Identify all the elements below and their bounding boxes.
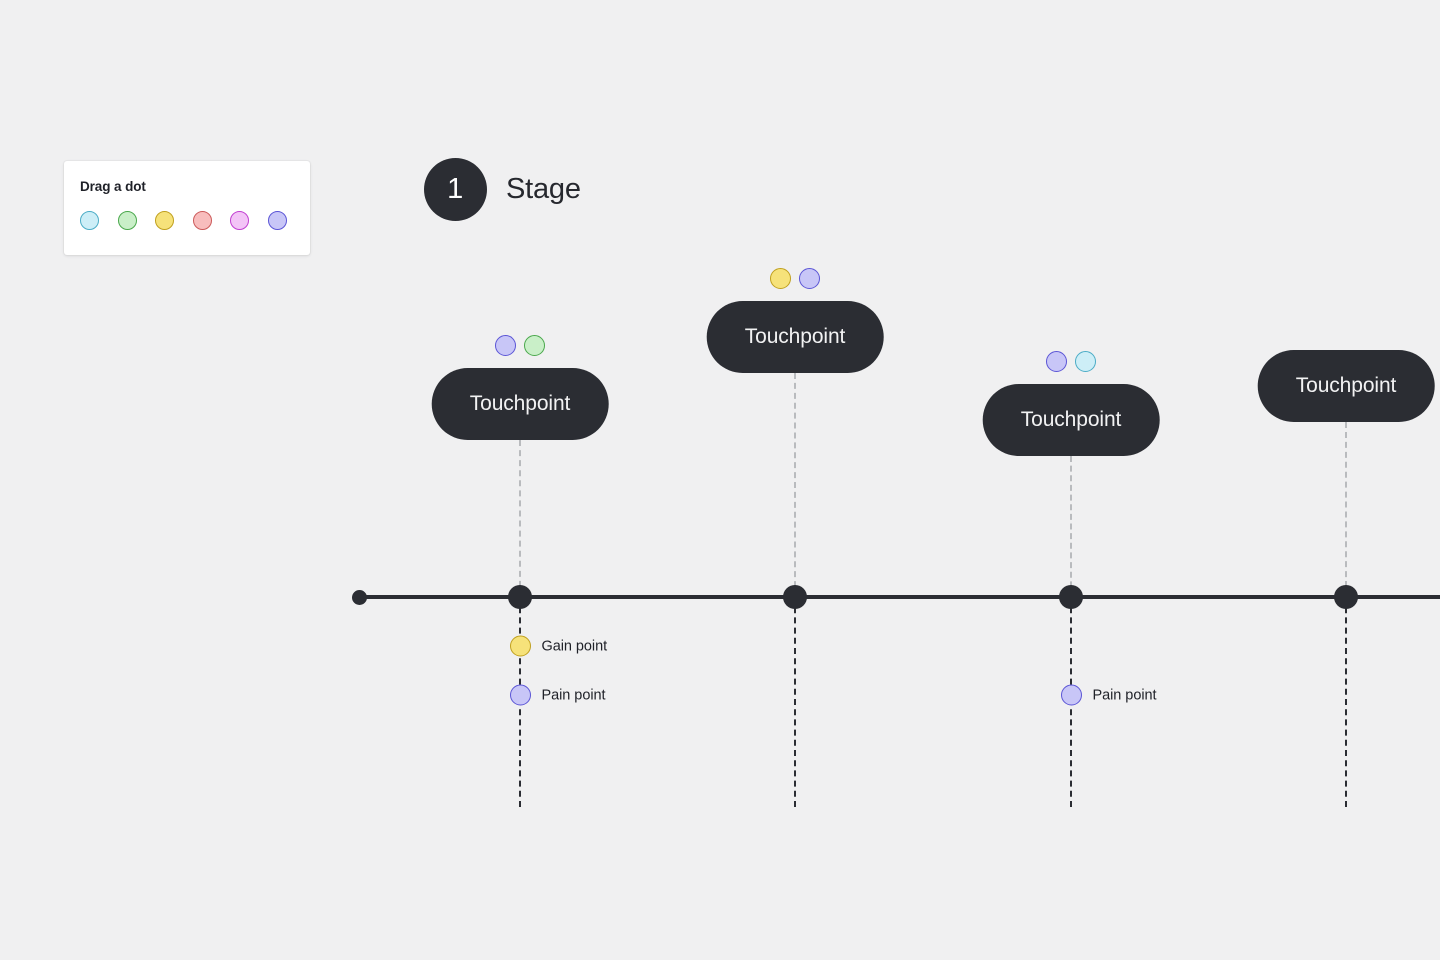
palette-dot-yellow[interactable] [155, 211, 174, 230]
palette-dot-cyan[interactable] [80, 211, 99, 230]
touchpoint-connector-upper [519, 440, 521, 597]
touchpoint-connector-upper [1345, 422, 1347, 597]
pain-point-label: Pain point [1092, 687, 1157, 703]
timeline-node[interactable] [783, 585, 807, 609]
touchpoint-connector-lower [794, 597, 796, 807]
touchpoint-dot-row [1046, 351, 1096, 372]
timeline-node[interactable] [1059, 585, 1083, 609]
pain-point-label: Pain point [541, 687, 606, 703]
touchpoint-dot-purple[interactable] [1046, 351, 1067, 372]
palette-dot-purple[interactable] [267, 211, 287, 230]
touchpoint-card[interactable]: Touchpoint [1257, 350, 1435, 422]
touchpoint-dot-cyan[interactable] [1075, 351, 1096, 372]
stage-number-badge[interactable]: 1 [424, 158, 487, 221]
touchpoint-dot-green[interactable] [524, 335, 545, 356]
pain-point-dot[interactable] [509, 684, 531, 706]
touchpoint-connector-upper [1070, 456, 1072, 597]
gain-point-label: Gain point [541, 638, 608, 654]
touchpoint-card[interactable]: Touchpoint [431, 368, 609, 440]
timeline-node[interactable] [508, 585, 532, 609]
touchpoint-dot-row [770, 268, 820, 289]
pain-point-dot[interactable] [1060, 684, 1082, 706]
touchpoint-card[interactable]: Touchpoint [982, 384, 1160, 456]
palette-dot-pink[interactable] [230, 211, 249, 230]
touchpoint-dot-purple[interactable] [495, 335, 516, 356]
palette-title: Drag a dot [80, 179, 146, 194]
palette-dot-green[interactable] [117, 211, 137, 230]
timeline-node[interactable] [1334, 585, 1358, 609]
gain-point-dot[interactable] [509, 635, 531, 657]
pain-point-row: Pain point [1060, 684, 1157, 706]
touchpoint-dot-purple[interactable] [799, 268, 820, 289]
stage-title[interactable]: Stage [506, 173, 581, 205]
timeline-axis [358, 595, 1440, 599]
drag-a-dot-panel: Drag a dot [64, 161, 310, 255]
pain-point-row: Pain point [509, 684, 606, 706]
touchpoint-connector-upper [794, 373, 796, 597]
stage-header: 1 Stage [424, 158, 581, 221]
palette-dot-list [80, 211, 294, 230]
touchpoint-connector-lower [1345, 597, 1347, 807]
touchpoint-card[interactable]: Touchpoint [706, 301, 884, 373]
touchpoint-dot-yellow[interactable] [770, 268, 791, 289]
touchpoint-dot-row [495, 335, 545, 356]
palette-dot-red[interactable] [192, 211, 212, 230]
gain-point-row: Gain point [509, 635, 608, 657]
